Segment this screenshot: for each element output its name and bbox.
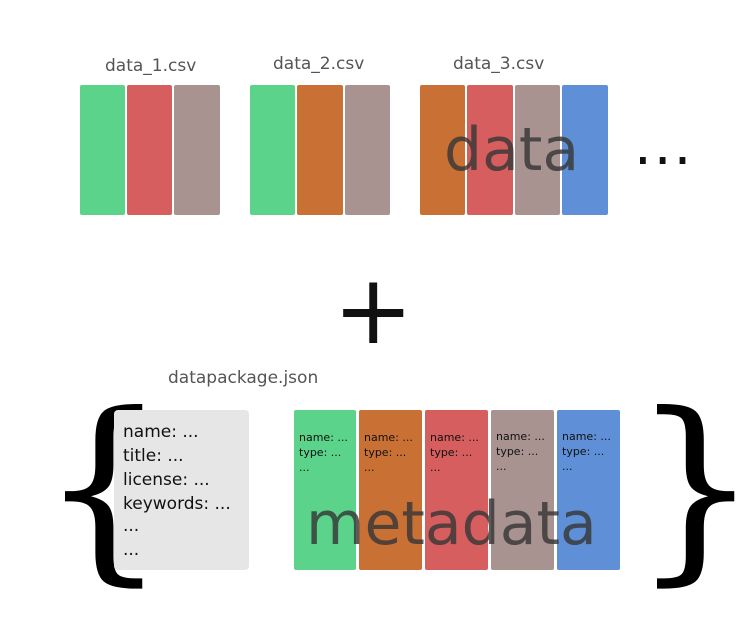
metadata-column-3-more: ... [430, 461, 441, 474]
data-2-column-3 [345, 85, 390, 215]
metadata-column-3-name: name: ... [430, 431, 479, 444]
metadata-column-3-type: type: ... [430, 446, 473, 459]
data-3-column-1 [420, 85, 465, 215]
metadata-column-4-name: name: ... [496, 430, 545, 443]
metadata-column-2-more: ... [364, 461, 375, 474]
data-overlay-word: data [444, 115, 580, 185]
data-3-column-4 [562, 85, 608, 215]
metadata-column-1: name: ... type: ... ... [294, 410, 356, 570]
metadata-column-4: name: ... type: ... ... [491, 410, 554, 570]
data-2-column-2 [297, 85, 343, 215]
more-files-ellipsis: ... [634, 113, 694, 178]
json-line-license: license: ... [123, 470, 210, 490]
data-1-column-2 [127, 85, 172, 215]
metadata-column-4-more: ... [496, 460, 507, 473]
metadata-column-5: name: ... type: ... ... [557, 410, 620, 570]
json-line-ellipsis-1: ... [123, 516, 140, 536]
metadata-column-5-type: type: ... [562, 445, 605, 458]
datapackage-label: datapackage.json [168, 368, 319, 388]
metadata-column-2-name: name: ... [364, 431, 413, 444]
data-3-column-2 [467, 85, 513, 215]
file-label-data-2: data_2.csv [273, 54, 365, 74]
metadata-column-2: name: ... type: ... ... [359, 410, 422, 570]
right-brace: } [632, 371, 750, 604]
metadata-column-1-more: ... [299, 461, 310, 474]
json-line-title: title: ... [123, 446, 184, 466]
data-3-column-3 [515, 85, 560, 215]
json-line-name: name: ... [123, 422, 199, 442]
file-label-data-1: data_1.csv [105, 56, 197, 76]
metadata-column-3: name: ... type: ... ... [425, 410, 488, 570]
datapackage-json-box: name: ... title: ... license: ... keywor… [114, 410, 249, 570]
file-label-data-3: data_3.csv [453, 54, 545, 74]
json-line-keywords: keywords: ... [123, 494, 231, 514]
json-line-ellipsis-2: ... [123, 540, 140, 560]
metadata-overlay-word: metadata [306, 489, 597, 559]
data-2-column-1 [250, 85, 295, 215]
plus-sign: + [333, 254, 414, 366]
metadata-column-5-more: ... [562, 460, 573, 473]
metadata-column-1-name: name: ... [299, 431, 348, 444]
metadata-column-4-type: type: ... [496, 445, 539, 458]
metadata-column-2-type: type: ... [364, 446, 407, 459]
data-1-column-1 [80, 85, 125, 215]
metadata-column-5-name: name: ... [562, 430, 611, 443]
metadata-column-1-type: type: ... [299, 446, 342, 459]
data-1-column-3 [174, 85, 220, 215]
